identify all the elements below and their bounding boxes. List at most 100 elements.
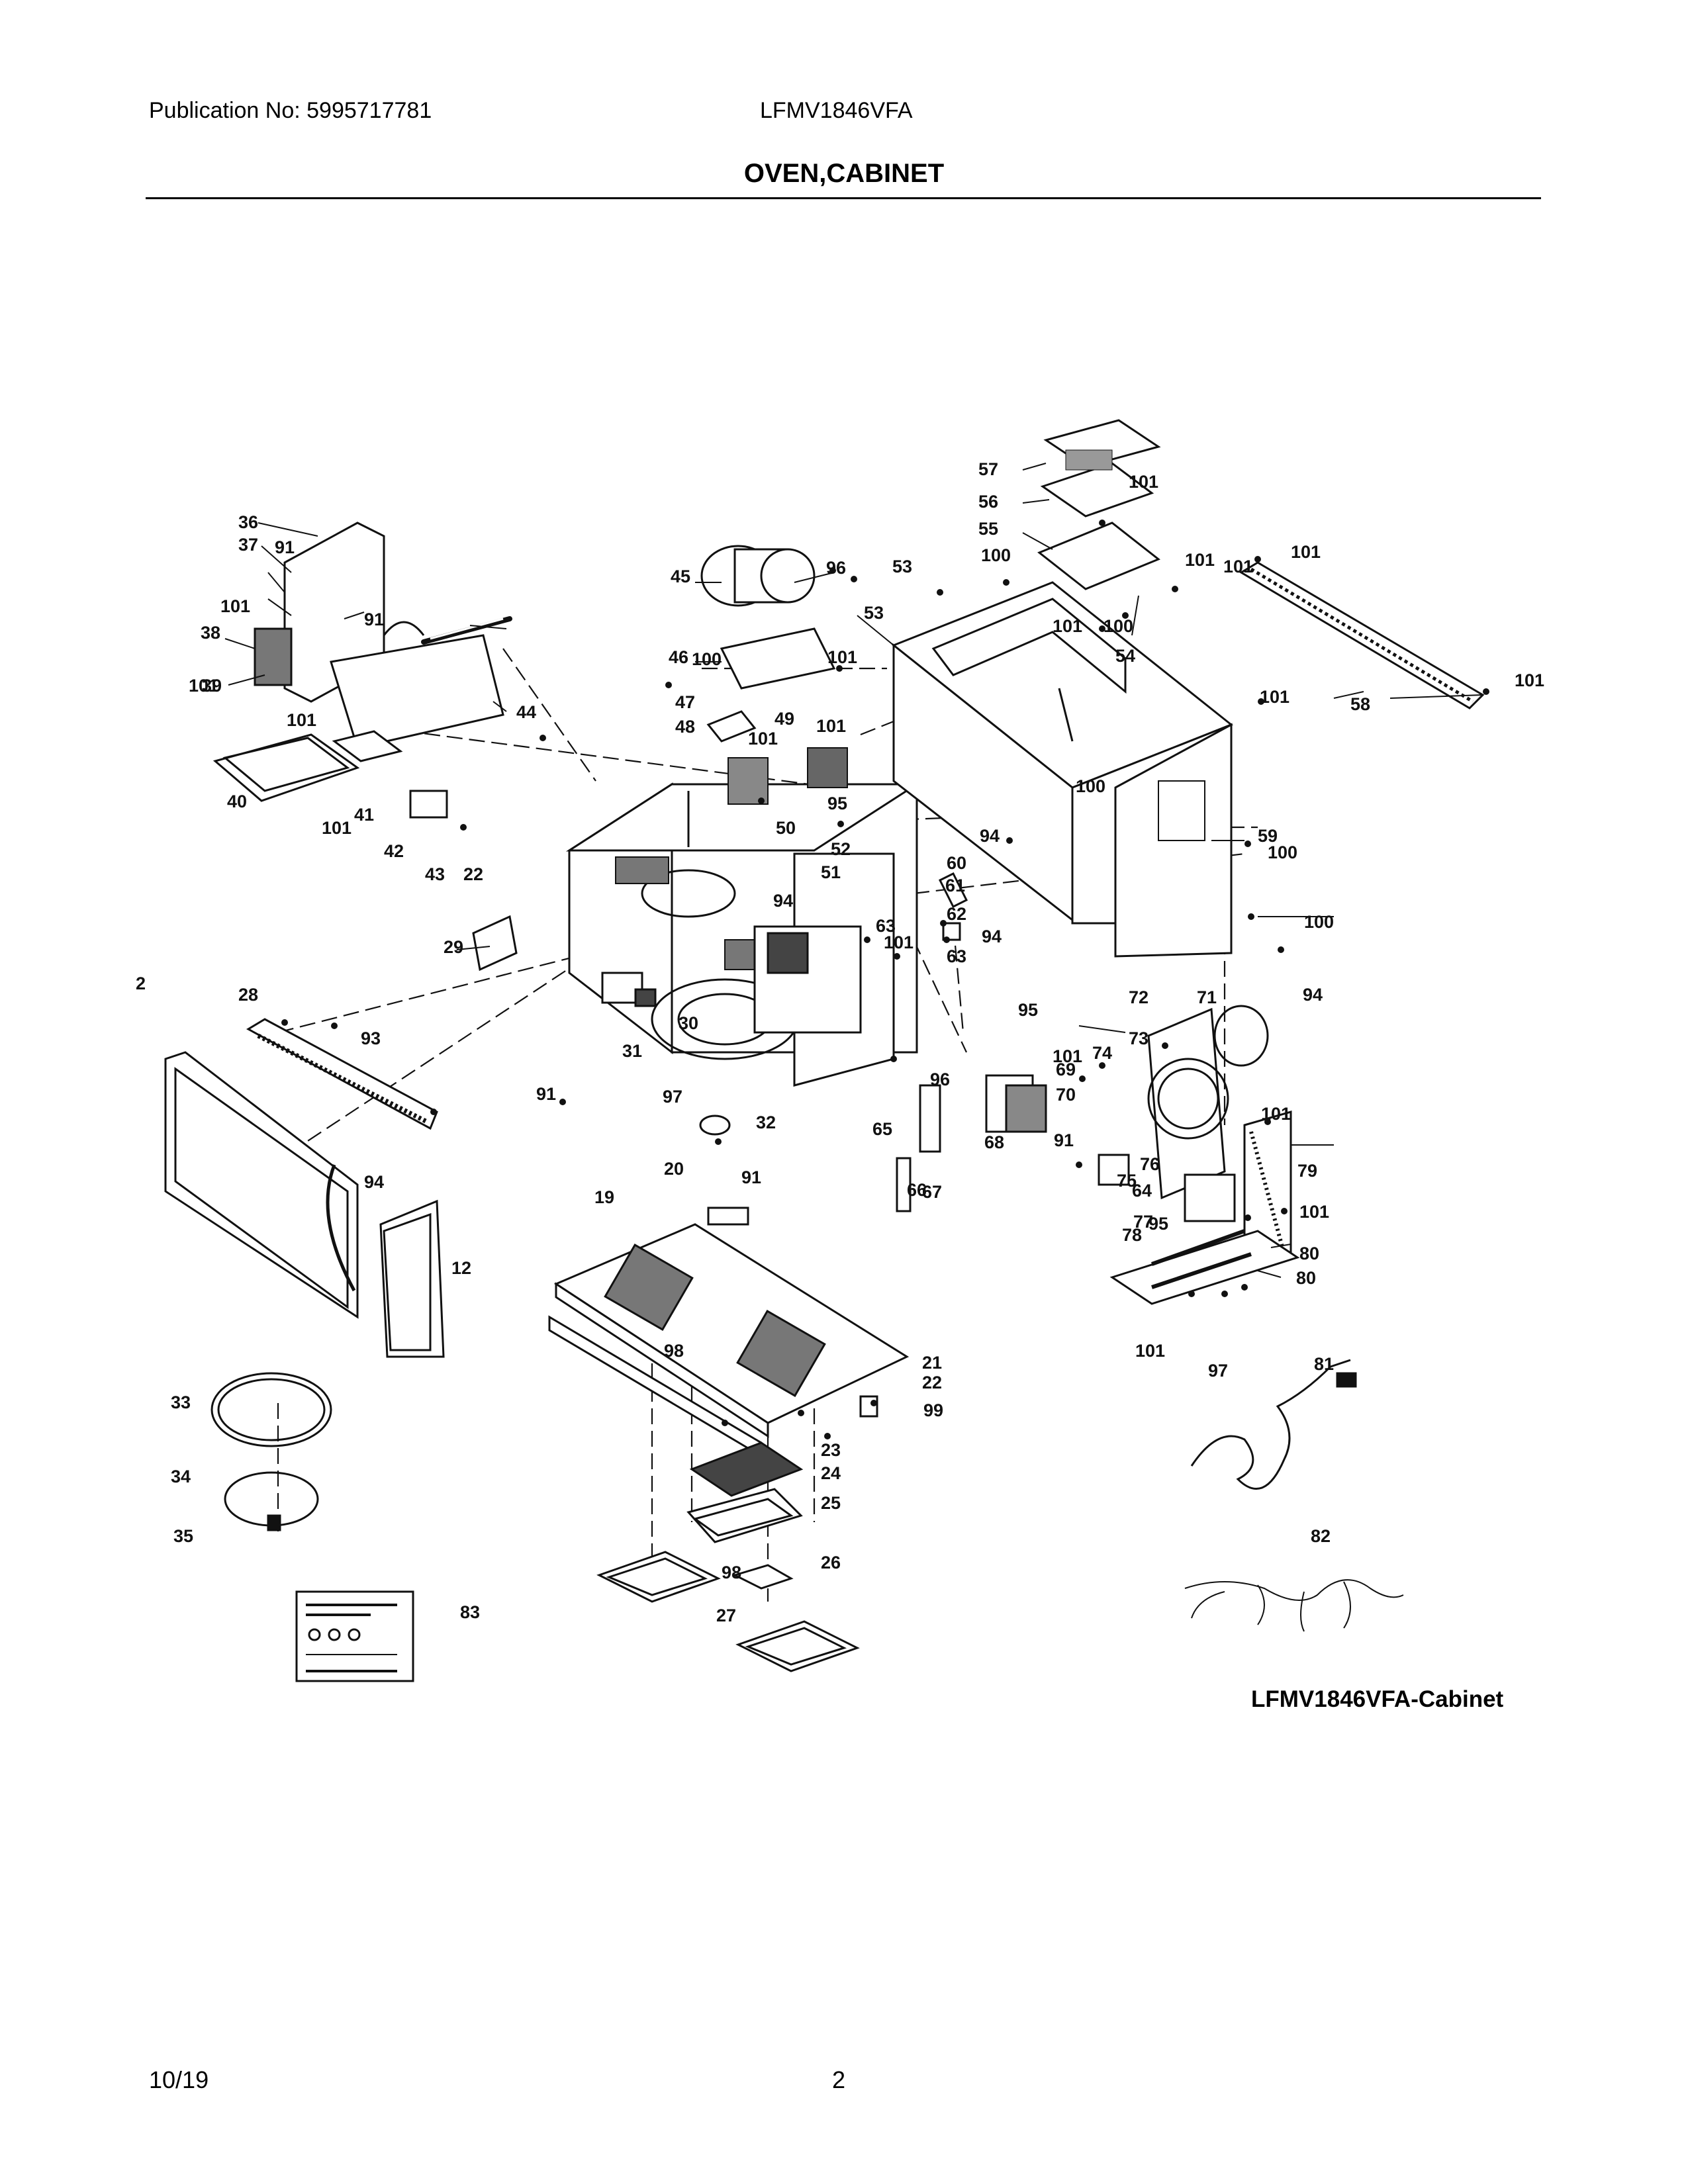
- callout-76: 76: [1140, 1154, 1160, 1174]
- callout-101: 101: [1053, 616, 1082, 636]
- callout-98: 98: [664, 1341, 684, 1361]
- callout-26: 26: [821, 1553, 841, 1572]
- callout-44: 44: [516, 702, 536, 722]
- callout-53: 53: [864, 603, 884, 623]
- callout-49: 49: [774, 709, 794, 729]
- callout-74: 74: [1092, 1043, 1112, 1063]
- callout-91: 91: [364, 610, 384, 629]
- callout-101: 101: [1135, 1341, 1165, 1361]
- callout-101: 101: [1053, 1046, 1082, 1066]
- callout-94: 94: [773, 891, 793, 911]
- callout-100: 100: [692, 649, 722, 669]
- callout-50: 50: [776, 818, 796, 838]
- callout-22: 22: [463, 864, 483, 884]
- callout-101: 101: [748, 729, 778, 749]
- callout-77: 77: [1133, 1212, 1153, 1232]
- callout-58: 58: [1350, 694, 1370, 714]
- callout-100: 100: [1268, 842, 1297, 862]
- callout-91: 91: [275, 537, 295, 557]
- callout-101: 101: [1223, 557, 1253, 576]
- callout-59: 59: [1258, 826, 1278, 846]
- callout-101: 101: [884, 933, 914, 952]
- callout-labels: 2121920212222232425262728293031323334353…: [136, 459, 1544, 1625]
- callout-23: 23: [821, 1440, 841, 1460]
- callout-94: 94: [982, 927, 1002, 946]
- model-number: LFMV1846VFA: [760, 98, 913, 123]
- callout-39: 39: [202, 676, 222, 696]
- callout-80: 80: [1296, 1268, 1316, 1288]
- callout-100: 100: [1103, 616, 1133, 636]
- callout-25: 25: [821, 1493, 841, 1513]
- callout-99: 99: [923, 1400, 943, 1420]
- callout-48: 48: [675, 717, 695, 737]
- callout-75: 75: [1117, 1171, 1137, 1191]
- callout-95: 95: [1018, 1000, 1038, 1020]
- callout-101: 101: [816, 716, 846, 736]
- callout-63: 63: [947, 946, 966, 966]
- callout-101: 101: [827, 647, 857, 667]
- callout-97: 97: [663, 1087, 682, 1107]
- callout-28: 28: [238, 985, 258, 1005]
- callout-91: 91: [1054, 1130, 1074, 1150]
- callout-38: 38: [201, 623, 220, 643]
- header-rule: [146, 197, 1541, 199]
- callout-83: 83: [460, 1602, 480, 1622]
- callout-52: 52: [831, 839, 851, 859]
- callout-70: 70: [1056, 1085, 1076, 1105]
- callout-100: 100: [981, 545, 1011, 565]
- callout-40: 40: [227, 792, 247, 811]
- callout-64: 64: [1132, 1181, 1152, 1201]
- callout-101: 101: [322, 818, 352, 838]
- callout-95: 95: [827, 794, 847, 813]
- callout-12: 12: [451, 1258, 471, 1278]
- callout-96: 96: [826, 558, 846, 578]
- callout-94: 94: [364, 1172, 384, 1192]
- callout-97: 97: [1208, 1361, 1228, 1381]
- callout-30: 30: [679, 1013, 698, 1033]
- callout-32: 32: [756, 1113, 776, 1132]
- callout-19: 19: [594, 1187, 614, 1207]
- callout-100: 100: [1076, 776, 1105, 796]
- callout-101: 101: [1261, 1104, 1291, 1124]
- callout-47: 47: [675, 692, 695, 712]
- callout-66: 66: [907, 1180, 927, 1200]
- callout-80: 80: [1299, 1244, 1319, 1263]
- callout-69: 69: [1056, 1060, 1076, 1079]
- callout-101: 101: [1129, 472, 1158, 492]
- callout-101: 101: [1299, 1202, 1329, 1222]
- callout-27: 27: [716, 1606, 736, 1625]
- footer-date: 10/19: [149, 2066, 209, 2093]
- callout-73: 73: [1129, 1028, 1149, 1048]
- callout-71: 71: [1197, 987, 1217, 1007]
- callout-81: 81: [1314, 1354, 1334, 1374]
- callout-34: 34: [171, 1467, 191, 1486]
- callout-68: 68: [984, 1132, 1004, 1152]
- callout-29: 29: [444, 937, 463, 957]
- callout-53: 53: [892, 557, 912, 576]
- callout-94: 94: [980, 826, 1000, 846]
- callout-22: 22: [922, 1373, 942, 1392]
- callout-31: 31: [622, 1041, 642, 1061]
- callout-37: 37: [238, 535, 258, 555]
- section-title: OVEN,CABINET: [743, 159, 945, 188]
- callout-98: 98: [722, 1563, 741, 1582]
- callout-94: 94: [1303, 985, 1323, 1005]
- callout-101: 101: [287, 710, 316, 730]
- callout-42: 42: [384, 841, 404, 861]
- callout-79: 79: [1297, 1161, 1317, 1181]
- callout-101: 101: [1515, 670, 1544, 690]
- callout-101: 101: [220, 596, 250, 616]
- callout-45: 45: [671, 567, 690, 586]
- callout-54: 54: [1115, 646, 1135, 666]
- callout-46: 46: [669, 647, 688, 667]
- diagram-caption: LFMV1846VFA-Cabinet: [1251, 1686, 1504, 1712]
- callout-2: 2: [136, 974, 146, 993]
- callout-96: 96: [930, 1069, 950, 1089]
- callout-41: 41: [354, 805, 374, 825]
- callout-91: 91: [536, 1084, 556, 1104]
- page-number: 2: [832, 2066, 846, 2093]
- callout-65: 65: [872, 1119, 892, 1139]
- callout-21: 21: [922, 1353, 942, 1373]
- callout-91: 91: [741, 1167, 761, 1187]
